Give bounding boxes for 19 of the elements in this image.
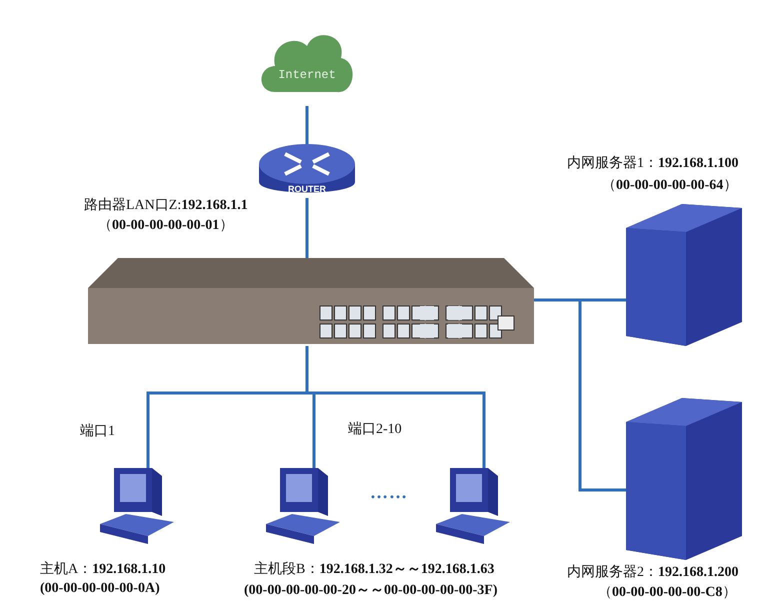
device-address-label: 主机段B：192.168.1.32～～192.168.1.63 <box>254 560 494 578</box>
device-address-label: 主机A：192.168.1.10 <box>40 560 166 578</box>
device-text: ROUTER <box>287 184 327 194</box>
network-cable <box>306 346 486 470</box>
network-cable <box>306 198 308 260</box>
ellipsis-mark: …… <box>370 482 408 503</box>
device-address-label: （00-00-00-00-00-C8） <box>598 584 736 601</box>
port-label: 端口1 <box>80 422 115 440</box>
device-address-label: (00-00-00-00-00-0A) <box>40 581 160 597</box>
device-address-label: （00-00-00-00-00-64） <box>602 177 738 194</box>
device-address-label: （00-00-00-00-00-01） <box>98 217 234 234</box>
network-cable <box>534 298 626 492</box>
device-address-label: 内网服务器1：192.168.1.100 <box>567 154 738 172</box>
port-label: 端口2-10 <box>348 420 402 438</box>
device-address-label: 内网服务器2：192.168.1.200 <box>567 564 738 581</box>
device-text: Internet <box>277 68 337 82</box>
network-cable <box>306 106 308 146</box>
device-address-label: 路由器LAN口Z:192.168.1.1 <box>84 196 248 214</box>
device-address-label: (00-00-00-00-00-20～～00-00-00-00-00-3F) <box>244 582 498 599</box>
